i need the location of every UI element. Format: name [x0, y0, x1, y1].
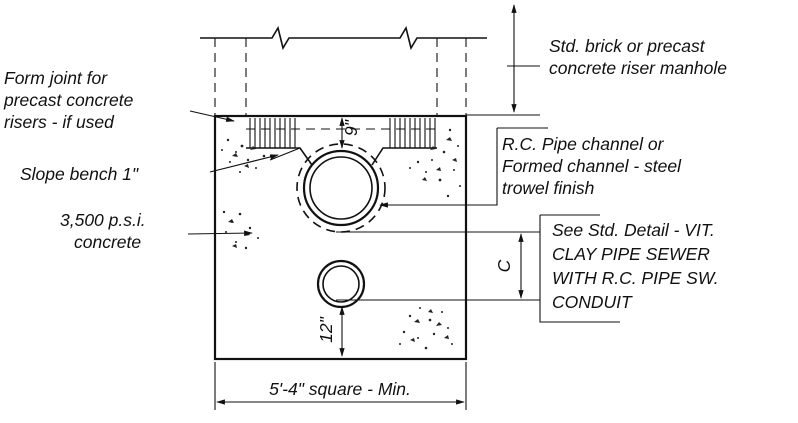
riser-manhole-outline: [200, 25, 487, 130]
base-width-dimension: [214, 362, 467, 410]
pipe-spacing-dimension: [336, 231, 540, 301]
base-width-label: 5'-4" square - Min.: [269, 379, 411, 399]
leader-lines: [187, 110, 498, 236]
concrete-aggregate-texture: [221, 128, 461, 350]
note-brackets: [497, 127, 620, 323]
channel-label: R.C. Pipe channel or Formed channel - st…: [502, 134, 682, 198]
svg-text:Std. brick or precast: Std. brick or precast: [549, 36, 706, 56]
svg-text:trowel finish: trowel finish: [502, 178, 594, 198]
rc-pipe-channel: [296, 143, 386, 233]
svg-text:CONDUIT: CONDUIT: [552, 292, 633, 312]
pipe-spacing-label: C: [494, 259, 514, 272]
svg-text:WITH R.C. PIPE SW.: WITH R.C. PIPE SW.: [552, 268, 719, 288]
svg-text:Form joint for: Form joint for: [4, 68, 108, 88]
slope-bench-label: Slope bench 1": [20, 164, 139, 184]
concrete-label: 3,500 p.s.i. concrete: [60, 210, 146, 252]
riser-height-dimension: [466, 4, 540, 116]
see-detail-label: See Std. Detail - VIT. CLAY PIPE SEWER W…: [552, 220, 719, 312]
svg-text:Formed channel - steel: Formed channel - steel: [502, 156, 682, 176]
bottom-clearance-label: 12": [316, 316, 336, 342]
concrete-base-block: [213, 114, 468, 361]
svg-text:concrete riser manhole: concrete riser manhole: [549, 58, 727, 78]
svg-text:See Std. Detail - VIT.: See Std. Detail - VIT.: [552, 220, 715, 240]
svg-text:R.C. Pipe channel or: R.C. Pipe channel or: [502, 134, 665, 154]
form-joint-label: Form joint for precast concrete risers -…: [3, 68, 134, 132]
svg-text:3,500 p.s.i.: 3,500 p.s.i.: [60, 210, 146, 230]
svg-text:risers - if used: risers - if used: [4, 112, 115, 132]
svg-text:precast concrete: precast concrete: [3, 90, 134, 110]
bench-depth-label: 9": [341, 119, 361, 136]
svg-text:concrete: concrete: [74, 232, 141, 252]
svg-text:CLAY PIPE SEWER: CLAY PIPE SEWER: [552, 244, 710, 264]
riser-label: Std. brick or precast concrete riser man…: [549, 36, 727, 78]
